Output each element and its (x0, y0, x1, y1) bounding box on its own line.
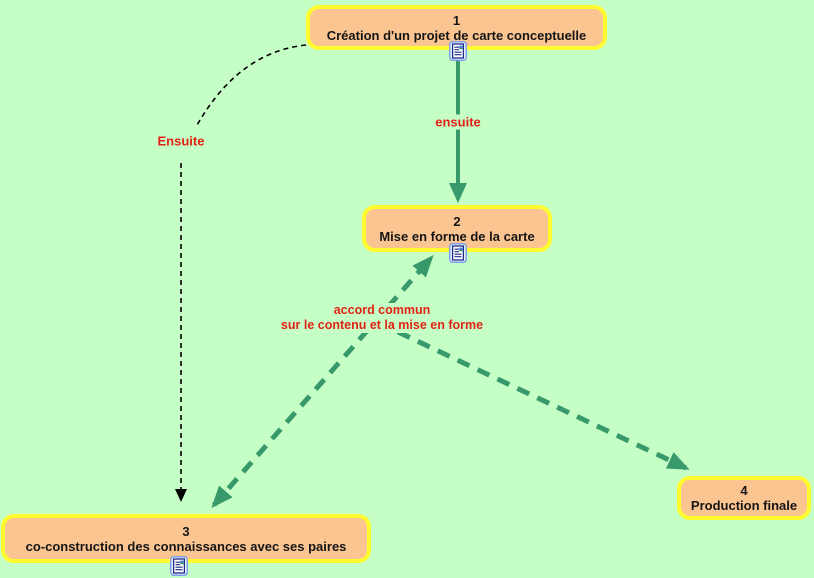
concept-node-4[interactable]: 4 Production finale (677, 476, 811, 520)
link-label-line1: accord commun (333, 303, 431, 317)
resource-document-icon[interactable] (449, 243, 467, 263)
concept-number: 4 (740, 483, 748, 498)
concept-number: 3 (182, 523, 190, 539)
concept-node-1[interactable]: 1 Création d'un projet de carte conceptu… (306, 5, 607, 50)
concept-label: Création d'un projet de carte conceptuel… (326, 27, 587, 43)
concept-number: 1 (452, 12, 461, 28)
concept-label: co-construction des connaissances avec s… (25, 538, 347, 554)
resource-document-icon[interactable] (449, 41, 467, 61)
link-line-3-to-2[interactable] (211, 254, 434, 509)
link-label-accord-commun[interactable]: accord commun sur le contenu et la mise … (277, 303, 487, 333)
link-label-line2: sur le contenu et la mise en forme (280, 318, 484, 332)
concept-label: Mise en forme de la carte (379, 228, 535, 244)
concept-label: Production finale (690, 498, 798, 513)
link-label-Ensuite[interactable]: Ensuite (154, 133, 208, 149)
concept-number: 2 (453, 213, 461, 229)
link-line-to-4[interactable] (396, 329, 690, 471)
resource-document-icon[interactable] (170, 556, 188, 576)
link-line-1-to-3-curve[interactable] (195, 44, 307, 128)
link-label-ensuite[interactable]: ensuite (432, 114, 484, 130)
